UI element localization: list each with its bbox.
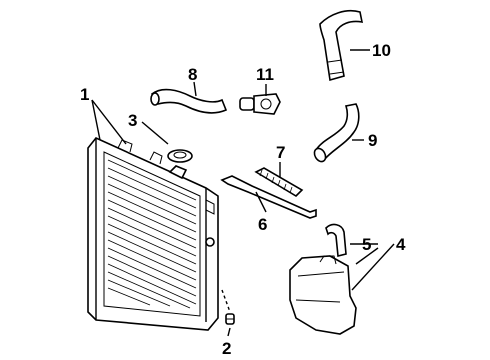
callout-9: 9 — [368, 131, 377, 150]
callout-6: 6 — [258, 215, 267, 234]
callout-1: 1 — [80, 85, 89, 104]
callout-2: 2 — [222, 339, 231, 358]
callout-3: 3 — [128, 111, 137, 130]
drain-cock — [225, 313, 235, 325]
leader-2-dashed — [221, 289, 231, 313]
radiator-cap — [167, 149, 193, 163]
callout-4: 4 — [396, 235, 406, 254]
callout-11: 11 — [256, 65, 274, 84]
leader-lines — [91, 49, 395, 337]
callout-10: 10 — [372, 41, 391, 60]
callout-8: 8 — [188, 65, 197, 84]
radiator-hose-10 — [319, 9, 364, 82]
radiator-hose-9 — [313, 103, 360, 163]
upper-radiator-hose — [150, 88, 228, 114]
callout-7: 7 — [276, 143, 285, 162]
radiator — [87, 137, 219, 331]
reservoir-hose — [325, 223, 347, 258]
thermostat-housing — [239, 93, 281, 115]
coolant-reservoir — [289, 255, 357, 335]
water-pipe — [220, 175, 317, 219]
pipe-guard — [254, 167, 304, 198]
callout-5: 5 — [362, 235, 371, 254]
